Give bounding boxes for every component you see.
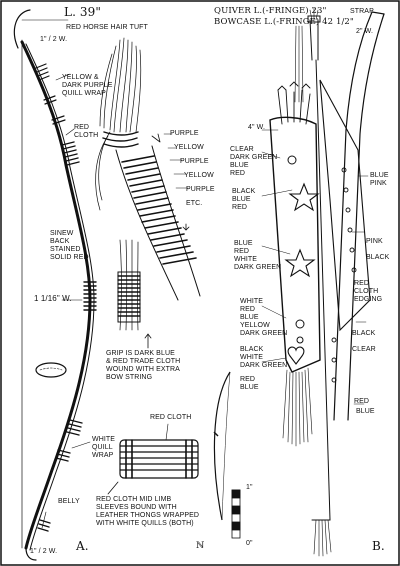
strap-label: STRAP bbox=[350, 8, 374, 15]
lower-left-1: WHITE bbox=[240, 298, 264, 305]
sleeve-note-1: RED CLOTH MID LIMB bbox=[96, 496, 172, 503]
detail-color-6: ETC. bbox=[186, 200, 203, 207]
small-bow-silhouette bbox=[213, 371, 231, 521]
quiver-drawing bbox=[261, 7, 385, 557]
detail-color-4: YELLOW bbox=[184, 172, 214, 179]
quill-wrap-line1: YELLOW & bbox=[62, 74, 99, 81]
white-quill-3: WRAP bbox=[92, 452, 114, 459]
sleeve-note-2: SLEEVES BOUND WITH bbox=[96, 504, 177, 511]
detail-color-3: PURPLE bbox=[180, 158, 209, 165]
hair-tuft-label: RED HORSE HAIR TUFT bbox=[66, 24, 148, 31]
sinew-line2: BACK bbox=[50, 238, 70, 245]
upper-color-2: DARK GREEN bbox=[230, 154, 278, 161]
sleeve-red-cloth: RED CLOTH bbox=[150, 414, 192, 421]
lower-left-5: DARK GREEN bbox=[240, 330, 288, 337]
mid-right-1: PINK bbox=[366, 238, 383, 245]
bottom-right-2: BLUE bbox=[356, 408, 375, 415]
sinew-line1: SINEW bbox=[50, 230, 74, 237]
grip-detail bbox=[117, 239, 152, 349]
svg-text:ℕ: ℕ bbox=[196, 541, 205, 551]
lower-right-2: CLEAR bbox=[352, 346, 376, 353]
upper-color-4: RED bbox=[230, 170, 246, 177]
lower-left-3: BLUE bbox=[240, 314, 259, 321]
belly-label: BELLY bbox=[58, 498, 80, 505]
quiver-width: 4" W. bbox=[248, 124, 265, 131]
sleeve-note-3: LEATHER THONGS WRAPPED bbox=[96, 512, 200, 519]
white-quill-2: QUILL bbox=[92, 444, 113, 451]
lower-left2-1: BLACK bbox=[240, 346, 264, 353]
bow-red-cloth-2: CLOTH bbox=[74, 132, 99, 139]
star-color-2: BLUE bbox=[232, 196, 251, 203]
scale-top: 1" bbox=[246, 484, 253, 491]
bow-bottom-width: 1" / 2 W. bbox=[30, 548, 58, 555]
sinew-line4: SOLID RED bbox=[50, 254, 89, 261]
right-top-2: PINK bbox=[370, 180, 387, 187]
lower-left-2: RED bbox=[240, 306, 256, 313]
detail-color-2: YELLOW bbox=[174, 144, 204, 151]
detail-color-1: PURPLE bbox=[170, 130, 199, 137]
mid-right-2: BLACK bbox=[366, 254, 390, 261]
bottom-right-1: RED bbox=[354, 398, 370, 405]
figure-label-a: A. bbox=[76, 539, 89, 553]
figure-label-b: B. bbox=[372, 539, 385, 553]
bow-drawing bbox=[13, 9, 97, 561]
edging-1: RED bbox=[354, 280, 370, 287]
mid-left-2: RED bbox=[234, 248, 250, 255]
scale-bottom: 0" bbox=[246, 540, 253, 547]
right-top-1: BLUE bbox=[370, 172, 389, 179]
quiver-length: QUIVER L.(-FRINGE) 23" bbox=[214, 6, 327, 16]
upper-color-3: BLUE bbox=[230, 162, 249, 169]
scale-bar bbox=[231, 489, 241, 539]
bow-tip-width: 1" / 2 W. bbox=[40, 36, 68, 43]
mid-left-3: WHITE bbox=[234, 256, 258, 263]
detail-color-5: PURPLE bbox=[186, 186, 215, 193]
lower-left-4: YELLOW bbox=[240, 322, 270, 329]
grip-note-2: & RED TRADE CLOTH bbox=[106, 358, 181, 365]
bow-red-cloth-1: RED bbox=[74, 124, 90, 131]
edging-2: CLOTH bbox=[354, 288, 379, 295]
bow-tip-detail bbox=[95, 37, 201, 301]
mid-left-4: DARK GREEN bbox=[234, 264, 282, 271]
bowcase-length: BOWCASE L.(-FRINGE) 42 1/2" bbox=[214, 17, 354, 27]
grip-note-3: WOUND WITH EXTRA bbox=[106, 366, 180, 373]
grip-note-1: GRIP IS DARK BLUE bbox=[106, 350, 175, 357]
quill-wrap-line2: DARK PURPLE bbox=[62, 82, 113, 89]
star-color-1: BLACK bbox=[232, 188, 256, 195]
mid-left-1: BLUE bbox=[234, 240, 253, 247]
upper-color-1: CLEAR bbox=[230, 146, 254, 153]
quill-wrap-line3: QUILL WRAP bbox=[62, 90, 106, 97]
sleeve-note-4: WITH WHITE QUILLS (BOTH) bbox=[96, 520, 194, 527]
lower-left2-2: WHITE bbox=[240, 354, 264, 361]
lower-left2-4: RED bbox=[240, 376, 256, 383]
bow-length: L. 39" bbox=[64, 5, 101, 19]
lower-left2-3: DARK GREEN bbox=[240, 362, 288, 369]
grip-width: 1 1/16" W. bbox=[34, 294, 72, 303]
sleeve-detail: ℕ bbox=[107, 423, 205, 551]
strap-width: 2" W. bbox=[356, 28, 373, 35]
edging-3: EDGING bbox=[354, 296, 383, 303]
grip-note-4: BOW STRING bbox=[106, 374, 153, 381]
sinew-line3: STAINED bbox=[50, 246, 81, 253]
lower-right-1: BLACK bbox=[352, 330, 376, 337]
star-color-3: RED bbox=[232, 204, 248, 211]
white-quill-1: WHITE bbox=[92, 436, 116, 443]
lower-left2-5: BLUE bbox=[240, 384, 259, 391]
